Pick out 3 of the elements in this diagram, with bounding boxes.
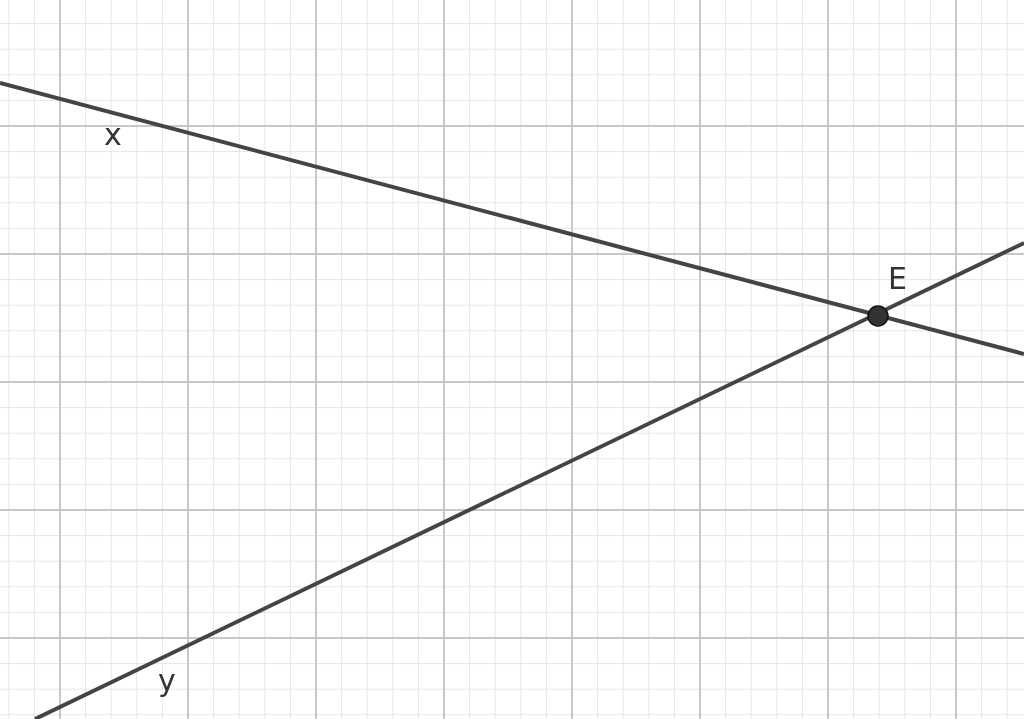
line-label: y [158,666,176,696]
point-label: E [888,264,907,294]
line-label: x [104,120,122,150]
